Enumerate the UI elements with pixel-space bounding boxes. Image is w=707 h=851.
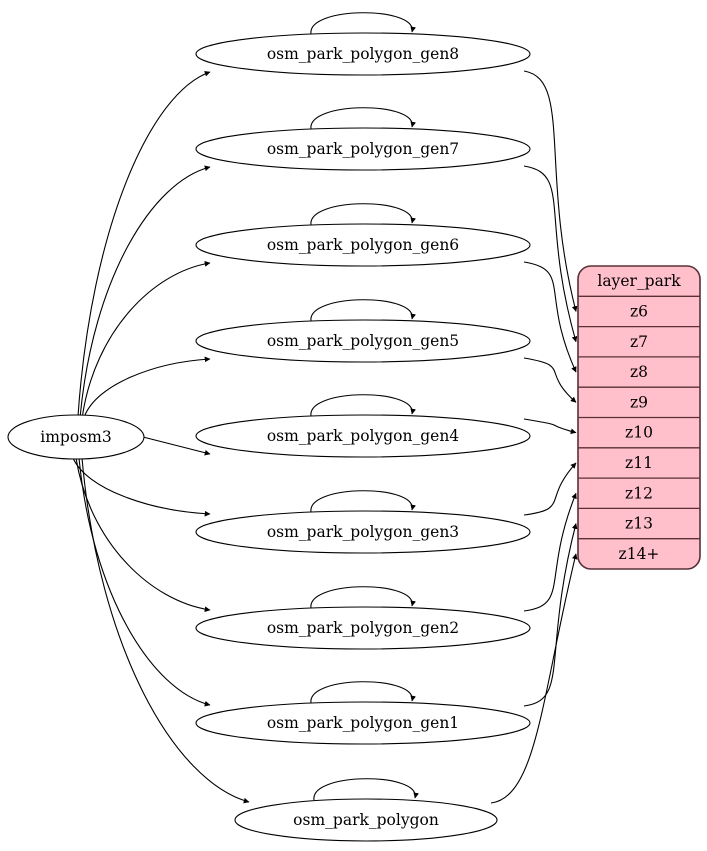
edge-imposm3-to-gen1 (78, 457, 211, 707)
node-gen5-shape (195, 319, 531, 363)
edges-from-imposm3 (72, 71, 250, 804)
node-gen6-shape (195, 223, 531, 267)
layer-park-header-label: layer_park (597, 272, 681, 290)
node-gen2-shape (195, 606, 531, 650)
node-gen3-label: osm_park_polygon_gen3 (267, 523, 459, 541)
node-gen4[interactable]: osm_park_polygon_gen4 (195, 414, 531, 458)
edge-imposm3-to-gen3 (72, 457, 211, 517)
node-imposm3[interactable]: imposm3 (7, 414, 145, 460)
node-gen7-label: osm_park_polygon_gen7 (267, 140, 459, 158)
edge-gen3-to-z11 (523, 462, 577, 516)
node-gen5-label: osm_park_polygon_gen5 (267, 332, 459, 350)
node-gen2[interactable]: osm_park_polygon_gen2 (195, 606, 531, 650)
node-gen1[interactable]: osm_park_polygon_gen1 (195, 701, 531, 745)
self-loop-edges (310, 12, 419, 801)
edge-imposm3-to-gen8 (77, 71, 211, 417)
self-loop-gen4 (310, 394, 416, 417)
node-gen8[interactable]: osm_park_polygon_gen8 (195, 32, 531, 76)
node-gen3-shape (195, 510, 531, 554)
layer-park-table: layer_park z6 z7 z8 z9 z10 z11 z12 z13 z14+ (577, 265, 701, 570)
table-row-z7[interactable]: z7 (630, 333, 648, 351)
node-gen8-shape (195, 32, 531, 76)
edge-gen6-to-z8 (523, 261, 577, 373)
node-base-label: osm_park_polygon (293, 811, 439, 829)
edges-to-layer-park (490, 70, 578, 804)
node-gen4-shape (195, 414, 531, 458)
node-gen4-label: osm_park_polygon_gen4 (267, 427, 459, 445)
edge-gen8-to-z6 (523, 70, 578, 312)
table-row-z14+[interactable]: z14+ (619, 545, 660, 563)
self-loop-base (313, 778, 419, 801)
node-imposm3-label: imposm3 (40, 428, 111, 446)
node-gen6[interactable]: osm_park_polygon_gen6 (195, 223, 531, 267)
node-base[interactable]: osm_park_polygon (234, 798, 498, 842)
node-group: imposm3 osm_park_polygon_gen8 osm_park_pol… (7, 32, 531, 842)
table-row-z8[interactable]: z8 (630, 363, 648, 381)
edge-imposm3-to-base (81, 457, 250, 804)
edge-imposm3-to-gen5 (84, 356, 211, 417)
node-gen1-label: osm_park_polygon_gen1 (267, 714, 459, 732)
table-row-z11[interactable]: z11 (625, 454, 653, 472)
node-gen2-label: osm_park_polygon_gen2 (267, 619, 459, 637)
self-loop-gen2 (310, 586, 416, 609)
self-loop-gen1 (310, 681, 416, 704)
edge-imposm3-to-gen7 (79, 165, 211, 417)
edge-imposm3-to-gen4 (142, 436, 211, 456)
self-loop-gen7 (310, 107, 416, 130)
node-gen7-shape (195, 127, 531, 171)
edge-base-to-z14+ (490, 553, 578, 804)
node-gen7[interactable]: osm_park_polygon_gen7 (195, 127, 531, 171)
node-gen8-label: osm_park_polygon_gen8 (267, 45, 459, 63)
table-row-z12[interactable]: z12 (625, 484, 653, 502)
node-imposm3-shape (7, 414, 145, 460)
edge-gen7-to-z7 (523, 165, 578, 343)
self-loop-gen5 (310, 299, 416, 322)
edge-imposm3-to-gen2 (75, 457, 211, 613)
node-gen6-label: osm_park_polygon_gen6 (267, 236, 459, 254)
edge-gen5-to-z9 (523, 357, 577, 403)
edge-imposm3-to-gen6 (81, 261, 211, 417)
edge-gen4-to-z10 (523, 418, 577, 435)
table-row-z10[interactable]: z10 (625, 424, 653, 442)
table-row-z9[interactable]: z9 (630, 393, 648, 411)
node-gen5[interactable]: osm_park_polygon_gen5 (195, 319, 531, 363)
table-row-z13[interactable]: z13 (625, 515, 653, 533)
self-loop-gen8 (310, 12, 416, 35)
node-gen3[interactable]: osm_park_polygon_gen3 (195, 510, 531, 554)
node-base-shape (234, 798, 498, 842)
table-row-z6[interactable]: z6 (630, 302, 648, 320)
edge-gen2-to-z12 (523, 492, 577, 612)
self-loop-gen3 (310, 490, 416, 513)
self-loop-gen6 (310, 203, 416, 226)
edge-gen1-to-z13 (523, 523, 578, 707)
node-gen1-shape (195, 701, 531, 745)
